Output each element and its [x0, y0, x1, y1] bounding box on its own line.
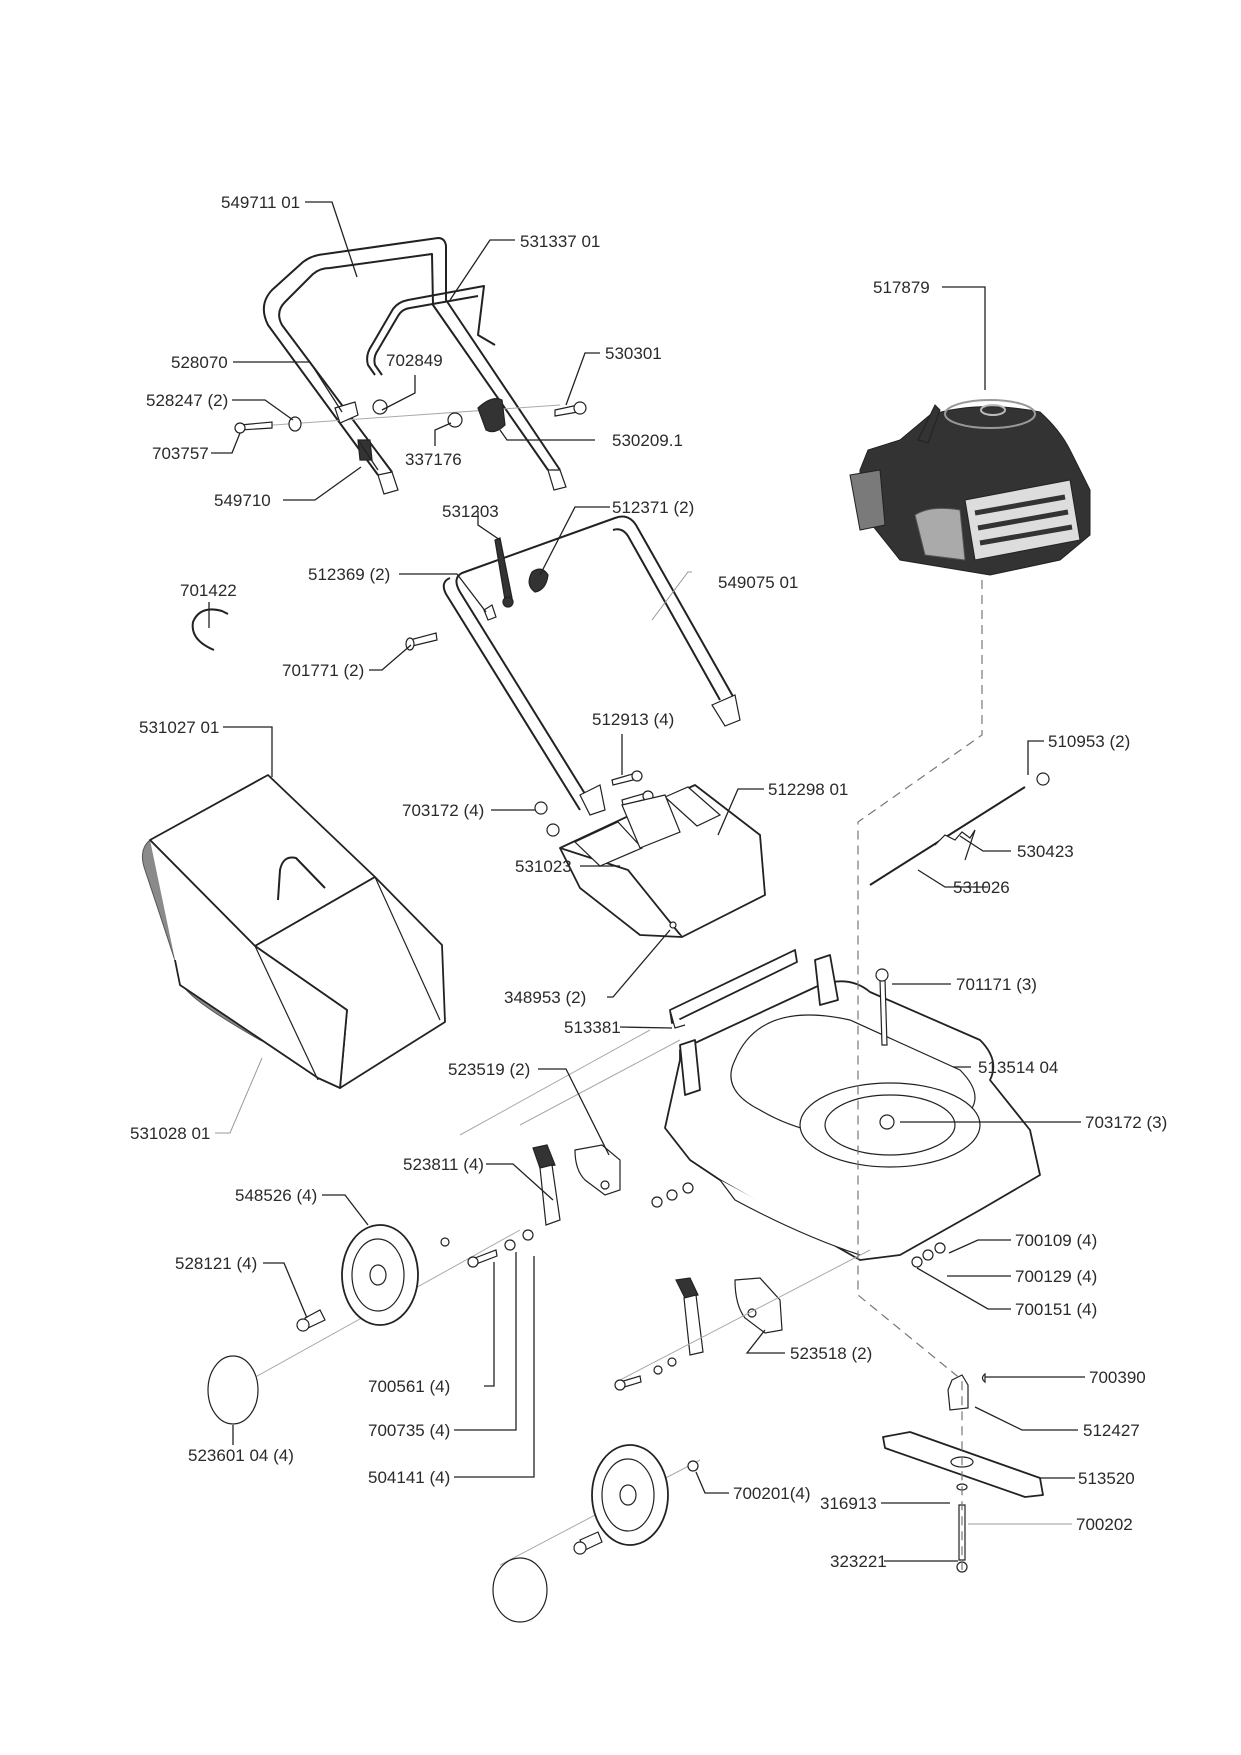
callout-513520[interactable]: 513520 — [1078, 1469, 1135, 1488]
handle-bolts-part — [534, 770, 654, 837]
callout-700151[interactable]: 700151 (4) — [1015, 1300, 1097, 1319]
height-adjuster-rear-part — [614, 1249, 871, 1391]
upper-handle-hardware — [234, 398, 587, 471]
callout-528121[interactable]: 528121 (4) — [175, 1254, 257, 1273]
callout-528070[interactable]: 528070 — [171, 353, 228, 372]
callout-531337-01[interactable]: 531337 01 — [520, 232, 600, 251]
deck-fasteners-part — [651, 968, 946, 1268]
engine-part — [849, 399, 1091, 576]
callout-700129[interactable]: 700129 (4) — [1015, 1267, 1097, 1286]
callout-701422[interactable]: 701422 — [180, 581, 237, 600]
callout-323221[interactable]: 323221 — [830, 1552, 887, 1571]
callout-523518[interactable]: 523518 (2) — [790, 1344, 872, 1363]
callout-530423[interactable]: 530423 — [1017, 842, 1074, 861]
callout-700390[interactable]: 700390 — [1089, 1368, 1146, 1387]
callout-703172-4[interactable]: 703172 (4) — [402, 801, 484, 820]
callout-512913[interactable]: 512913 (4) — [592, 710, 674, 729]
callout-549711-01[interactable]: 549711 01 — [221, 193, 300, 212]
callout-504141[interactable]: 504141 (4) — [368, 1468, 450, 1487]
callout-523811[interactable]: 523811 (4) — [403, 1155, 484, 1174]
leader-lines — [208, 201, 1085, 1562]
brake-bail-part — [366, 285, 496, 376]
callout-700202[interactable]: 700202 — [1076, 1515, 1133, 1534]
rear-strip-part — [669, 949, 798, 1029]
rear-flap-part — [559, 784, 766, 938]
callout-348953[interactable]: 348953 (2) — [504, 988, 586, 1007]
callout-513381[interactable]: 513381 — [564, 1018, 621, 1037]
hinge-rod-part — [869, 772, 1050, 886]
callout-701171[interactable]: 701171 (3) — [956, 975, 1037, 994]
deck-part — [664, 954, 1041, 1261]
callout-700735[interactable]: 700735 (4) — [368, 1421, 450, 1440]
callout-513514-04[interactable]: 513514 04 — [978, 1058, 1058, 1077]
rear-wheel-part — [492, 1444, 701, 1623]
upper-handle-part — [262, 237, 567, 495]
callout-530209-1[interactable]: 530209.1 — [612, 431, 683, 450]
callout-523601-04[interactable]: 523601 04 (4) — [188, 1446, 294, 1465]
callout-531203[interactable]: 531203 — [442, 502, 499, 521]
callout-700201[interactable]: 700201(4) — [733, 1484, 811, 1503]
callout-512371[interactable]: 512371 (2) — [612, 498, 694, 517]
screw-part — [405, 632, 438, 651]
callout-548526[interactable]: 548526 (4) — [235, 1186, 317, 1205]
blade-assembly-part — [882, 1372, 1044, 1573]
grass-catcher-part — [141, 774, 446, 1089]
callout-510953[interactable]: 510953 (2) — [1048, 732, 1130, 751]
callout-512369[interactable]: 512369 (2) — [308, 565, 390, 584]
callout-523519[interactable]: 523519 (2) — [448, 1060, 530, 1079]
callout-700109[interactable]: 700109 (4) — [1015, 1231, 1097, 1250]
callout-517879[interactable]: 517879 — [873, 278, 930, 297]
part-labels: 549711 01 531337 01 517879 528070 702849… — [130, 193, 1167, 1571]
callout-316913[interactable]: 316913 — [820, 1494, 877, 1513]
callout-703172-3[interactable]: 703172 (3) — [1085, 1113, 1167, 1132]
callout-549075-01[interactable]: 549075 01 — [718, 573, 798, 592]
callout-512298-01[interactable]: 512298 01 — [768, 780, 848, 799]
callout-531028-01[interactable]: 531028 01 — [130, 1124, 210, 1143]
callout-530301[interactable]: 530301 — [605, 344, 662, 363]
callout-700561[interactable]: 700561 (4) — [368, 1377, 450, 1396]
height-adjuster-front-part — [459, 1029, 681, 1226]
callout-528247[interactable]: 528247 (2) — [146, 391, 228, 410]
lower-handle-part — [442, 515, 741, 816]
callout-702849[interactable]: 702849 — [386, 351, 443, 370]
callout-703757[interactable]: 703757 — [152, 444, 209, 463]
callout-337176[interactable]: 337176 — [405, 450, 462, 469]
callout-701771[interactable]: 701771 (2) — [282, 661, 364, 680]
front-wheel-part — [207, 1224, 534, 1425]
callout-512427[interactable]: 512427 — [1083, 1421, 1140, 1440]
clip-part — [191, 608, 229, 651]
engine-alignment-line — [857, 580, 983, 1570]
callout-531026[interactable]: 531026 — [953, 878, 1010, 897]
callout-549710[interactable]: 549710 — [214, 491, 271, 510]
callout-531027-01[interactable]: 531027 01 — [139, 718, 219, 737]
callout-531023[interactable]: 531023 — [515, 857, 572, 876]
